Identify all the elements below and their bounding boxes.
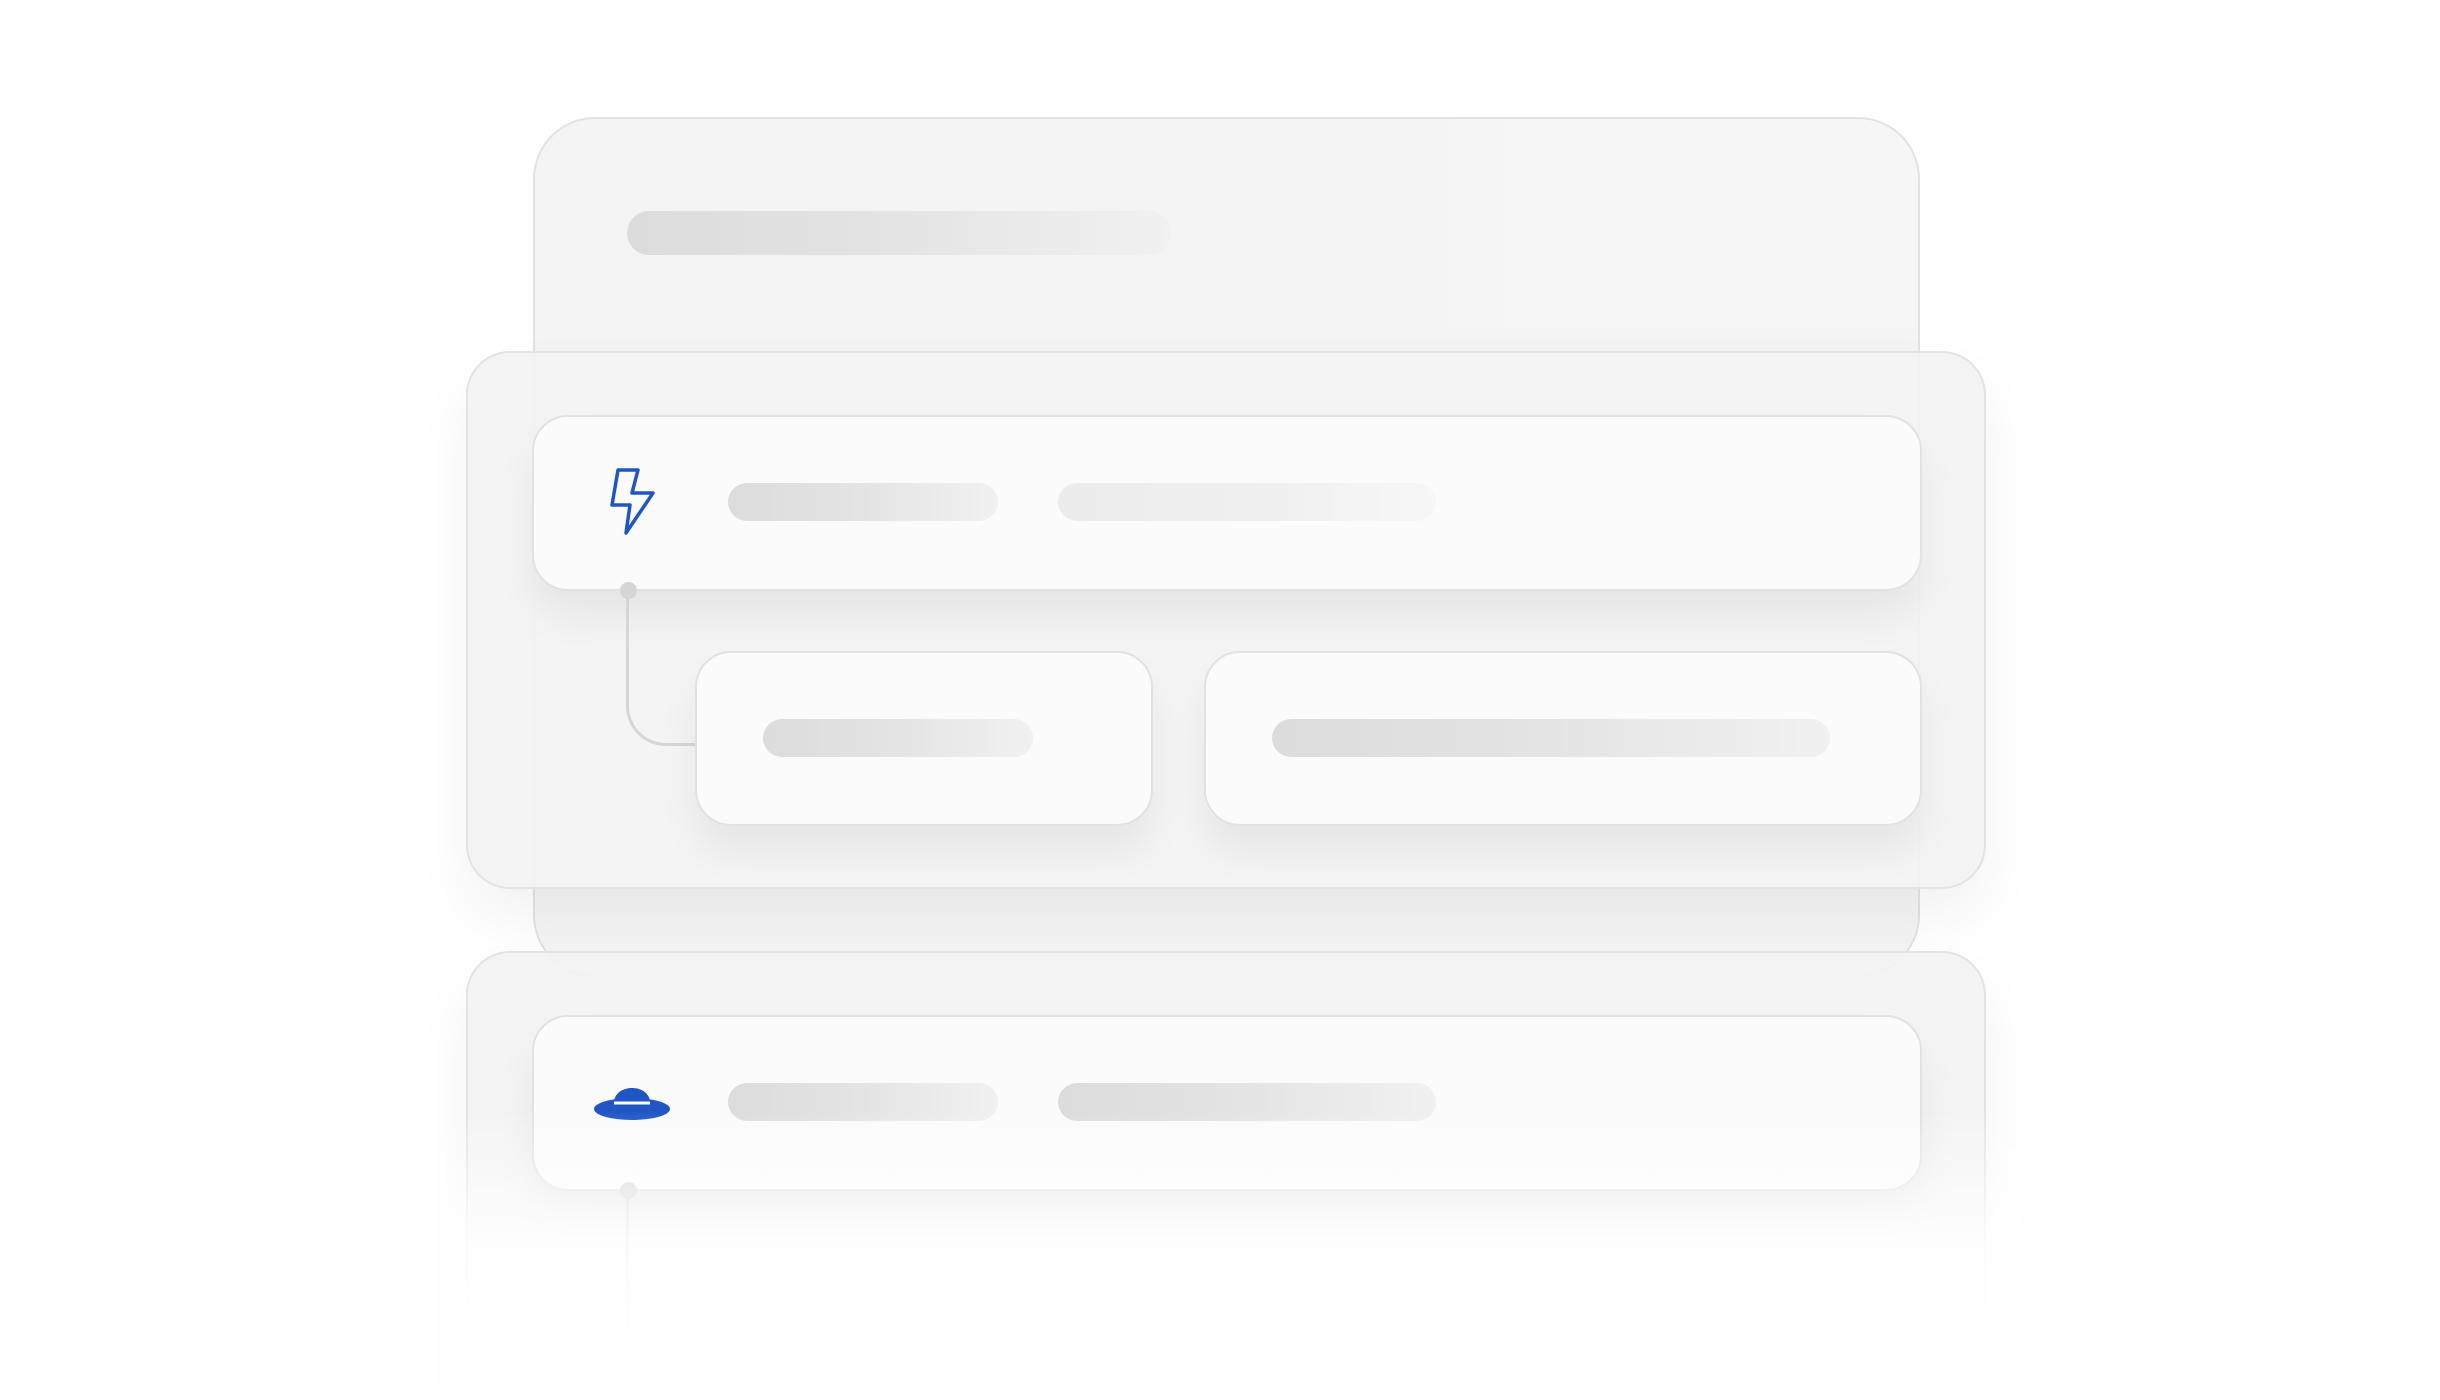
trigger-sublabel-placeholder [1058,483,1436,521]
connector-line [626,1193,629,1333]
child-card-2[interactable] [1204,651,1922,826]
connector-line [626,593,697,746]
panel-title-placeholder [627,211,1171,255]
panel-highlight [1398,119,1918,329]
child-card-1[interactable] [695,651,1153,826]
step-label-placeholder [728,1083,998,1121]
step-group [466,951,1986,1400]
trigger-row[interactable] [532,415,1922,591]
trigger-label-placeholder [728,483,998,521]
lightning-bolt-icon [608,467,658,542]
hat-icon [592,1077,672,1134]
step-row[interactable] [532,1015,1922,1191]
child-card-2-label-placeholder [1272,719,1830,757]
step-sublabel-placeholder [1058,1083,1436,1121]
trigger-group [466,351,1986,889]
child-card-1-label-placeholder [763,719,1033,757]
